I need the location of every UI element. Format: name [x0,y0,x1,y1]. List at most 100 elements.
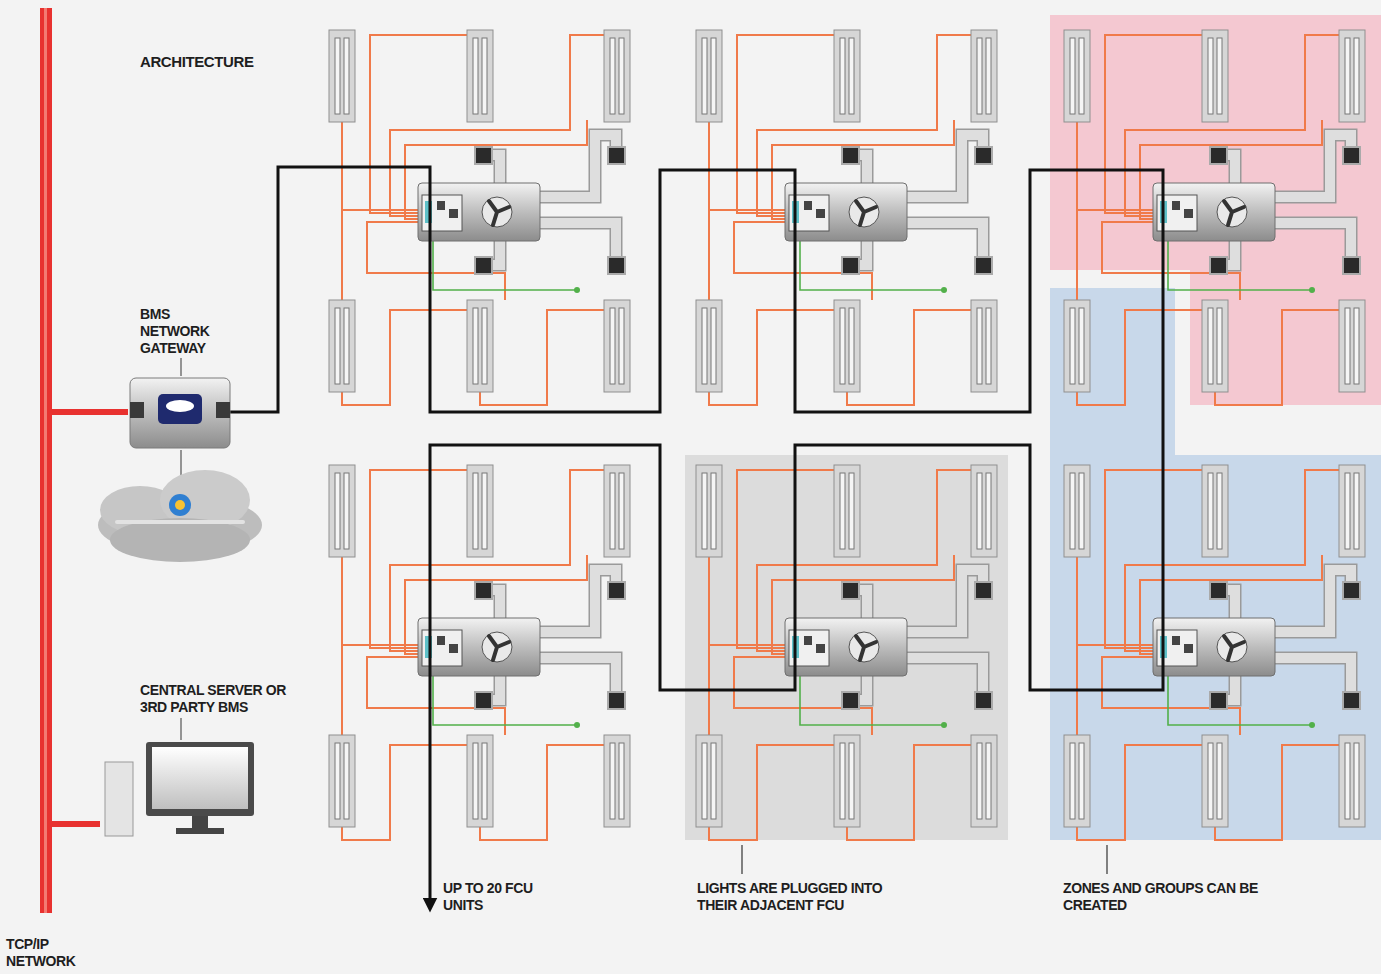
blue-zone [1050,288,1381,840]
duct [540,658,616,692]
fcu-unit [418,618,540,676]
sensor-dot [1309,722,1315,728]
fcu-bus-line [230,167,1163,905]
diffuser [475,147,492,164]
sensor-dot [574,722,580,728]
light-wire [847,745,971,840]
diffuser [608,692,625,709]
ceiling-cell [1064,30,1365,405]
light-wire [342,310,467,405]
light-fixture [834,735,860,827]
diffuser [608,582,625,599]
light-wire [342,745,467,840]
fcu-unit [1153,618,1275,676]
light-fixture [971,300,997,392]
light-fixture [1202,30,1228,122]
light-fixture [1202,300,1228,392]
diffuser [975,582,992,599]
light-wire [342,645,420,735]
node-heading: BMS NETWORK GATEWAY [140,306,218,357]
duct [540,223,616,257]
duct [907,658,983,692]
leader-line [180,358,181,376]
light-fixture [604,30,630,122]
light-fixture [1064,30,1090,122]
sensor-dot [941,287,947,293]
light-wire [847,310,971,405]
light-fixture [467,30,493,122]
light-fixture [467,300,493,392]
duct [907,223,983,257]
diffuser [1210,257,1227,274]
fcu-unit [785,183,907,241]
light-wire [709,210,787,300]
gateway-box-graphic [128,376,232,450]
light-fixture [1202,465,1228,557]
internet-cloud [98,470,262,562]
diffuser [842,692,859,709]
light-fixture [329,300,355,392]
diffuser [1210,582,1227,599]
leader-line [741,845,742,874]
diffuser [842,147,859,164]
light-wire [1215,310,1339,405]
light-wire [709,120,787,210]
sensor-wire [1168,237,1312,290]
duct [1275,223,1351,257]
light-wire [1215,745,1339,840]
ceiling-cell [329,465,630,840]
light-fixture [971,735,997,827]
ceiling-cell [696,30,997,405]
duct [907,223,983,257]
duct [1275,658,1351,692]
diffuser [475,692,492,709]
gateway-box: BMS NETWORK GATEWAY [128,376,232,450]
ceiling-cells [329,30,1365,840]
light-fixture [329,735,355,827]
callout-label: UP TO 20 FCU UNITS [443,880,573,914]
diffuser [1343,692,1360,709]
diffuser [975,692,992,709]
light-fixture [604,735,630,827]
sensor-wire [800,672,944,725]
light-fixture [329,30,355,122]
light-fixture [1064,735,1090,827]
light-wire [1077,555,1155,645]
network-bus-graphic [40,8,52,913]
diffuser [475,257,492,274]
grey-zone [685,455,1008,840]
server-computer-graphic [100,740,260,836]
light-wire [342,210,420,300]
ceiling-cell [1064,465,1365,840]
sensor-wire [800,237,944,290]
diffuser [475,582,492,599]
duct [540,658,616,692]
fcu-unit [418,183,540,241]
light-fixture [696,30,722,122]
light-wire [709,745,834,840]
diffuser [1343,582,1360,599]
sensor-dot [574,287,580,293]
node-heading: TCP/IP NETWORK [6,936,96,970]
node-heading: CENTRAL SERVER OR 3RD PARTY BMS [140,682,290,716]
network-bus: TCP/IP NETWORK [40,8,52,913]
light-fixture [1202,735,1228,827]
diffuser [1343,147,1360,164]
light-wire [480,310,604,405]
callout-label: ZONES AND GROUPS CAN BE CREATED [1063,880,1263,914]
fcu-unit [1153,183,1275,241]
leader-line [180,718,181,740]
diffuser [608,257,625,274]
light-fixture [1339,465,1365,557]
light-fixture [834,465,860,557]
diffuser [975,147,992,164]
light-fixture [1339,300,1365,392]
light-fixture [604,300,630,392]
light-wire [1077,745,1202,840]
server-computer: CENTRAL SERVER OR 3RD PARTY BMS [100,740,260,836]
light-wire [342,120,420,210]
light-fixture [1339,735,1365,827]
light-fixture [1064,300,1090,392]
sensor-dot [1309,287,1315,293]
callout-label: LIGHTS ARE PLUGGED INTO THEIR ADJACENT F… [697,880,912,914]
